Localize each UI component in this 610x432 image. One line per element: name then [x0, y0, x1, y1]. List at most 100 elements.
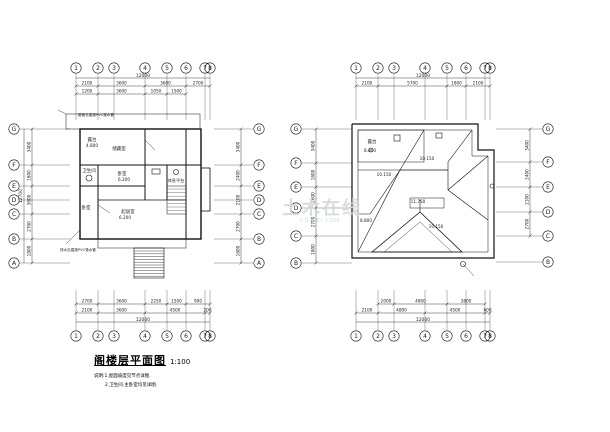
right-dim-bottom-2-tick [354, 311, 358, 315]
left-dim-bottom-1-tick [74, 302, 78, 306]
right-level-5: 10.150 [429, 224, 444, 229]
left-axis-right-E-label: E [257, 183, 261, 190]
right-dim-left-value: 3400 [311, 140, 316, 151]
left-door-swing [97, 204, 111, 214]
right-dim-top-1-value: 2100 [362, 81, 373, 86]
left-axis-left-B-label: B [12, 236, 16, 243]
left-dim-top-1-tick [96, 84, 100, 88]
left-dim-right-value: 2100 [236, 194, 241, 205]
right-dim-bottom-1-value: 2000 [381, 299, 392, 304]
left-balcony [97, 238, 187, 249]
left-axis-left-B-bubble [8, 233, 20, 245]
right-dim-left-tick [314, 127, 318, 131]
left-entrance-steps [133, 247, 165, 279]
right-dim-bottom-2-tick [483, 311, 487, 315]
right-axis-right-F-bubble [542, 156, 554, 168]
left-axis-right-G-label: G [257, 126, 262, 133]
right-downpipe [368, 147, 374, 153]
right-axis-top-6-label: 6 [464, 65, 468, 72]
left-dim-top-2-tick [96, 92, 100, 96]
left-dim-top-2-tick [184, 92, 188, 96]
left-dim-left-tick [30, 212, 34, 216]
right-axis-bottom-6-label: 6 [464, 333, 468, 340]
left-axis-right-D-label: D [257, 197, 262, 204]
left-axis-bottom-1-bubble [70, 330, 82, 342]
right-dim-bottom-2-value: 2100 [362, 308, 373, 313]
right-axis-bottom-8-bubble [484, 330, 496, 342]
left-axis-top-7-label: 7 [203, 65, 207, 72]
left-staircase [166, 185, 187, 215]
right-dim-left-value: 1800 [311, 244, 316, 255]
left-level-1: 4.800 [86, 143, 98, 148]
right-axis-bottom-4-label: 4 [423, 333, 427, 340]
note-line-1: 说明:1.屋面坡度见节点详图. [94, 374, 151, 379]
left-dim-bottom-1-tick [165, 302, 169, 306]
right-axis-right-B-bubble [542, 256, 554, 268]
right-axis-right-E-label: E [546, 184, 550, 191]
left-dim-left-total-value: 12700 [18, 189, 24, 203]
right-axis-right-F-label: F [546, 159, 550, 166]
right-dim-bottom-1-tick [483, 302, 487, 306]
right-axis-bottom-2-bubble [372, 330, 384, 342]
left-axis-bottom-8-bubble [204, 330, 216, 342]
right-axis-left-D-label: D [294, 205, 299, 212]
left-axis-bottom-7-label: 7 [203, 333, 207, 340]
right-axis-top-1-bubble [350, 62, 362, 74]
right-downpipe [460, 261, 466, 267]
right-dim-bottom-1-tick [445, 302, 449, 306]
right-hip [447, 155, 489, 191]
left-axis-left-E-label: E [12, 183, 16, 190]
right-roof-plan [290, 62, 554, 342]
right-ridge [399, 129, 425, 171]
stair-outline [166, 185, 187, 215]
right-axis-left-C-label: C [294, 233, 298, 240]
left-axis-bottom-6-bubble [180, 330, 192, 342]
left-axis-left-A-label: A [12, 260, 17, 267]
left-dim-left-tick [30, 261, 34, 265]
right-terrace [357, 129, 425, 163]
left-dim-right-value: 2400 [236, 170, 241, 181]
right-dim-top-1-tick [376, 84, 380, 88]
right-axis-top-8-label: 8 [488, 65, 492, 72]
left-room-bedroom-1: 卧室 [118, 170, 127, 177]
left-dim-top-1-value: 2100 [82, 81, 93, 86]
left-dim-bottom-1-tick [208, 302, 212, 306]
right-dim-top-1-tick [445, 84, 449, 88]
left-dim-right-tick [239, 184, 243, 188]
left-dim-top-1-tick [208, 84, 212, 88]
left-axis-bottom-3-label: 3 [112, 333, 116, 340]
right-axis-left-G-bubble [290, 123, 302, 135]
left-dim-bottom-1-value: 2700 [82, 299, 93, 304]
right-axis-bottom-6-bubble [460, 330, 472, 342]
right-dim-left-tick [314, 161, 318, 165]
right-dim-bottom-2-tick [488, 311, 492, 315]
left-dim-left-value: 3400 [27, 141, 32, 152]
right-axis-bottom-8-label: 8 [488, 333, 492, 340]
right-axis-bottom-3-label: 3 [392, 333, 396, 340]
right-dim-right-value: 2700 [525, 218, 530, 229]
watermark-subtext: COIBEI.COM [300, 218, 341, 224]
right-axis-top-4-bubble [419, 62, 431, 74]
right-dim-right-tick [528, 160, 532, 164]
left-dim-total-top-value: 12000 [136, 73, 150, 79]
left-axis-left-A-bubble [8, 257, 20, 269]
left-axis-bottom-5-label: 5 [165, 333, 169, 340]
left-axis-right-B-label: B [257, 236, 261, 243]
right-downpipe [489, 183, 495, 189]
right-dim-right-tick [528, 185, 532, 189]
right-dim-bottom-2-tick [376, 311, 380, 315]
left-axis-top-1-label: 1 [74, 65, 78, 72]
left-leader-line [57, 109, 67, 115]
left-dim-bottom-2-value: 3600 [116, 308, 127, 313]
right-dim-right-tick [528, 234, 532, 238]
left-axis-left-F-bubble [8, 159, 20, 171]
left-axis-top-4-label: 4 [143, 65, 147, 72]
left-dim-left-value: 2700 [27, 221, 32, 232]
left-dim-right-value: 1800 [236, 245, 241, 256]
left-axis-top-6-label: 6 [184, 65, 188, 72]
left-axis-bottom-2-bubble [92, 330, 104, 342]
right-axis-left-B-label: B [294, 260, 298, 267]
